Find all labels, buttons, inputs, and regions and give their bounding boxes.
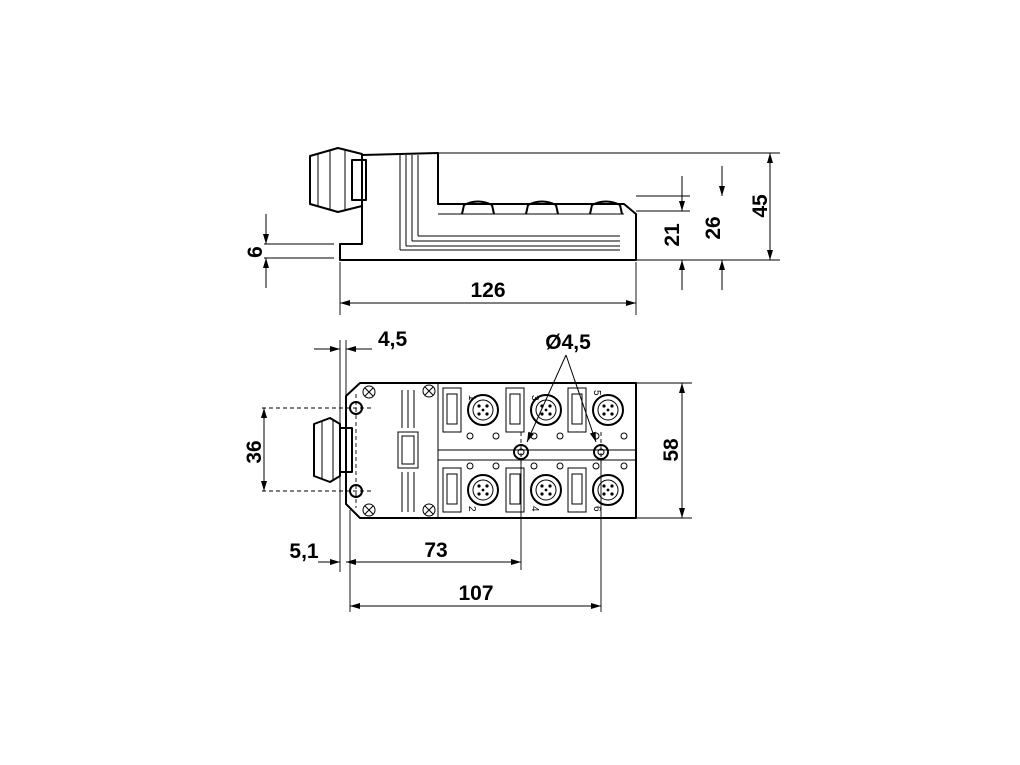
dim-21-label: 21 — [661, 223, 684, 247]
port-label-4: 4 — [529, 506, 540, 512]
dim-126-label: 126 — [470, 279, 505, 302]
port-1 — [467, 394, 499, 426]
dim-58: 58 — [660, 383, 685, 518]
port-label-2: 2 — [466, 506, 477, 512]
screws — [362, 384, 436, 517]
dim-26-label: 26 — [702, 216, 725, 239]
port-label-5: 5 — [591, 390, 602, 396]
housing-side — [339, 152, 637, 261]
dim-hole-diameter: Ø4,5 — [526, 331, 597, 443]
port-2 — [467, 474, 499, 506]
dim-73: 73 — [346, 539, 521, 565]
dim-21: 21 — [661, 176, 685, 290]
dim-126: 126 — [340, 279, 636, 306]
dim-45: 45 — [749, 153, 773, 260]
dim-26: 26 — [702, 166, 725, 290]
port-5 — [592, 394, 624, 426]
dim-45-label: 45 — [749, 194, 772, 218]
dim-36: 36 — [243, 408, 267, 491]
dim-4-5: 4,5 — [314, 328, 408, 352]
dim-5-1: 5,1 — [289, 540, 340, 565]
dim-107-label: 107 — [458, 582, 493, 605]
port-label-3: 3 — [529, 395, 540, 401]
dim-hole-diameter-label: Ø4,5 — [545, 331, 591, 354]
dim-73-label: 73 — [424, 539, 447, 562]
cable-gland-side — [309, 147, 367, 213]
dim-36-label: 36 — [243, 440, 266, 463]
dim-4-5-label: 4,5 — [378, 328, 408, 351]
port-6 — [592, 474, 624, 506]
dim-107: 107 — [350, 582, 601, 609]
dim-58-label: 58 — [660, 438, 683, 462]
port-4 — [530, 474, 562, 506]
side-view: 6 126 21 26 45 — [244, 147, 780, 315]
mounting-holes — [513, 444, 609, 460]
port-label-6: 6 — [591, 506, 602, 512]
dim-6-label: 6 — [244, 246, 267, 258]
port-bumps-side — [461, 200, 623, 215]
port-label-1: 1 — [466, 395, 477, 401]
status-leds — [466, 432, 628, 470]
top-view: 1 2 3 4 5 6 4,5 Ø4,5 — [243, 328, 692, 612]
dim-5-1-label: 5,1 — [289, 540, 319, 563]
dim-6: 6 — [244, 214, 269, 288]
